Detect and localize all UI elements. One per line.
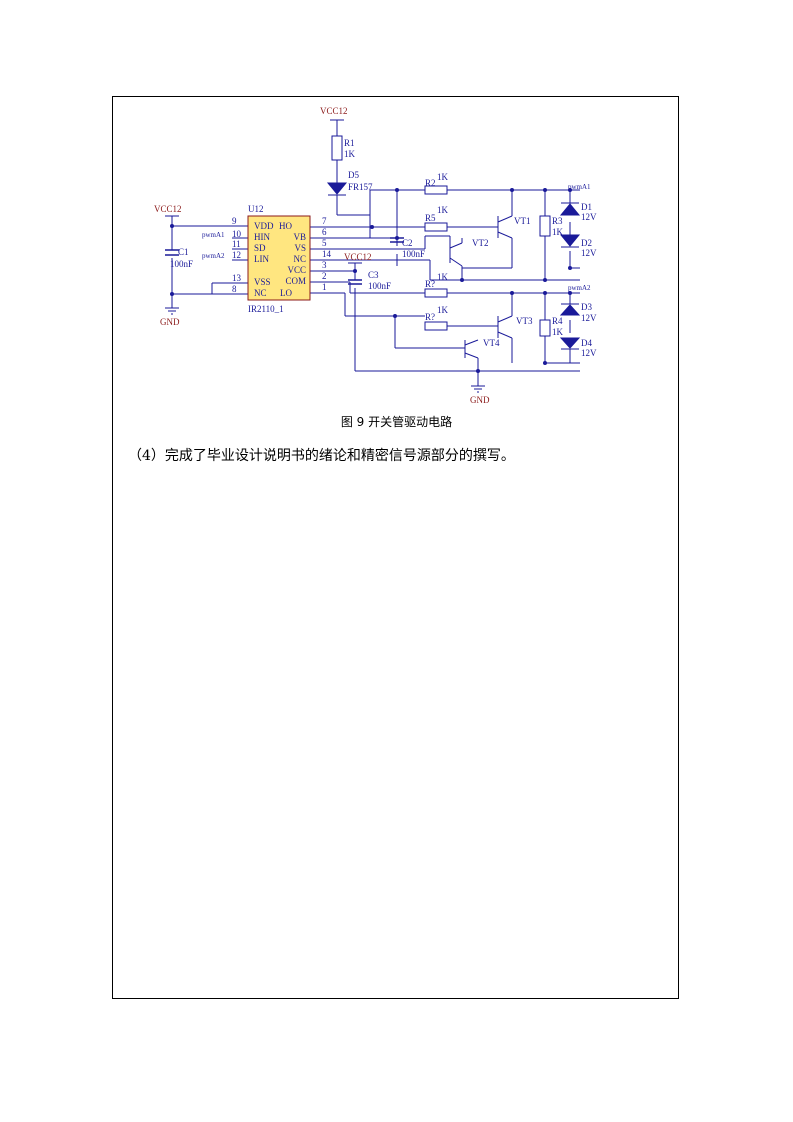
diodes bbox=[326, 182, 581, 350]
pin-name-ho: HO bbox=[279, 221, 292, 231]
rq1-val: 1K bbox=[437, 272, 449, 282]
pin-name-nc-right: NC bbox=[293, 254, 306, 264]
d3-val: 12V bbox=[581, 313, 597, 323]
vcc-top-label: VCC12 bbox=[320, 106, 348, 116]
pin-num-3: 3 bbox=[322, 260, 327, 270]
r1-ref: R1 bbox=[344, 138, 355, 148]
vt1-label: VT1 bbox=[514, 216, 531, 226]
pin-num-8: 8 bbox=[232, 284, 237, 294]
pin-num-5: 5 bbox=[322, 238, 327, 248]
c3-ref: C3 bbox=[368, 270, 379, 280]
body-paragraph: （4）完成了毕业设计说明书的绪论和精密信号源部分的撰写。 bbox=[128, 448, 515, 464]
c3-val: 100nF bbox=[368, 281, 391, 291]
pin-num-11: 11 bbox=[232, 239, 241, 249]
d1-val: 12V bbox=[581, 212, 597, 222]
r3-val: 1K bbox=[552, 227, 564, 237]
r2-ref: R2 bbox=[425, 178, 436, 188]
input-pwma1: pwmA1 bbox=[202, 231, 225, 239]
c1-ref: C1 bbox=[178, 247, 189, 257]
gnd-left-label: GND bbox=[160, 317, 180, 327]
vt4-label: VT4 bbox=[483, 338, 500, 348]
chip-ref: U12 bbox=[248, 204, 264, 214]
pin-num-1: 1 bbox=[322, 282, 327, 292]
figure-caption: 图 9 开关管驱动电路 bbox=[340, 415, 453, 429]
transistors bbox=[449, 215, 513, 359]
c2-val: 100nF bbox=[402, 249, 425, 259]
d1-ref: D1 bbox=[581, 202, 592, 212]
r4-ref: R4 bbox=[552, 316, 563, 326]
pin-num-14: 14 bbox=[322, 249, 332, 259]
pin-name-vdd: VDD bbox=[254, 221, 274, 231]
junctions bbox=[170, 188, 572, 373]
table-frame bbox=[112, 96, 679, 999]
d5-ref: D5 bbox=[348, 170, 359, 180]
r3-ref: R3 bbox=[552, 216, 563, 226]
d2-val: 12V bbox=[581, 248, 597, 258]
d5-val: FR157 bbox=[348, 182, 373, 192]
pin-name-vcc: VCC bbox=[287, 265, 306, 275]
pin-name-vs: VS bbox=[294, 243, 306, 253]
pin-name-hin: HIN bbox=[254, 232, 270, 242]
vt3-label: VT3 bbox=[516, 316, 533, 326]
pin-num-10: 10 bbox=[232, 229, 242, 239]
pin-name-vss: VSS bbox=[254, 277, 271, 287]
r5-ref: R5 bbox=[425, 213, 436, 223]
gnd-bottom-label: GND bbox=[470, 395, 490, 405]
input-pwma2: pwmA2 bbox=[202, 252, 225, 260]
ir2110-chip bbox=[247, 215, 311, 301]
rq2-ref: R? bbox=[425, 312, 435, 322]
pin-num-6: 6 bbox=[322, 227, 327, 237]
pin-name-nc-left: NC bbox=[254, 288, 267, 298]
chip-part: IR2110_1 bbox=[248, 304, 284, 314]
output-pwma1: pwmA1 bbox=[568, 183, 591, 191]
pin-num-12: 12 bbox=[232, 250, 241, 260]
pin-name-com: COM bbox=[285, 276, 306, 286]
c2-ref: C2 bbox=[402, 238, 413, 248]
c1-val: 100nF bbox=[170, 259, 193, 269]
r2-val: 1K bbox=[437, 172, 449, 182]
pin-num-2: 2 bbox=[322, 271, 327, 281]
vcc-left-label: VCC12 bbox=[154, 204, 182, 214]
r4-val: 1K bbox=[552, 327, 564, 337]
rq1-ref: R? bbox=[425, 279, 435, 289]
r1-val: 1K bbox=[344, 149, 356, 159]
pin-num-7: 7 bbox=[322, 216, 327, 226]
pin-name-sd: SD bbox=[254, 243, 266, 253]
d2-ref: D2 bbox=[581, 238, 592, 248]
wires bbox=[165, 119, 580, 393]
switch-driver-schematic: VCC12 VCC12 VCC12 GND GND U12 IR2110_1 V… bbox=[154, 106, 597, 405]
pin-name-lin: LIN bbox=[254, 254, 269, 264]
d4-val: 12V bbox=[581, 348, 597, 358]
output-pwma2: pwmA2 bbox=[568, 284, 591, 292]
d3-ref: D3 bbox=[581, 302, 592, 312]
vt2-label: VT2 bbox=[472, 238, 489, 248]
resistors bbox=[331, 135, 551, 337]
d4-ref: D4 bbox=[581, 338, 592, 348]
pin-name-lo: LO bbox=[280, 288, 292, 298]
r5-val: 1K bbox=[437, 205, 449, 215]
pin-num-13: 13 bbox=[232, 273, 242, 283]
vcc-mid-label: VCC12 bbox=[344, 252, 372, 262]
pin-name-vb: VB bbox=[293, 232, 306, 242]
rq2-val: 1K bbox=[437, 305, 449, 315]
pin-num-9: 9 bbox=[232, 216, 237, 226]
